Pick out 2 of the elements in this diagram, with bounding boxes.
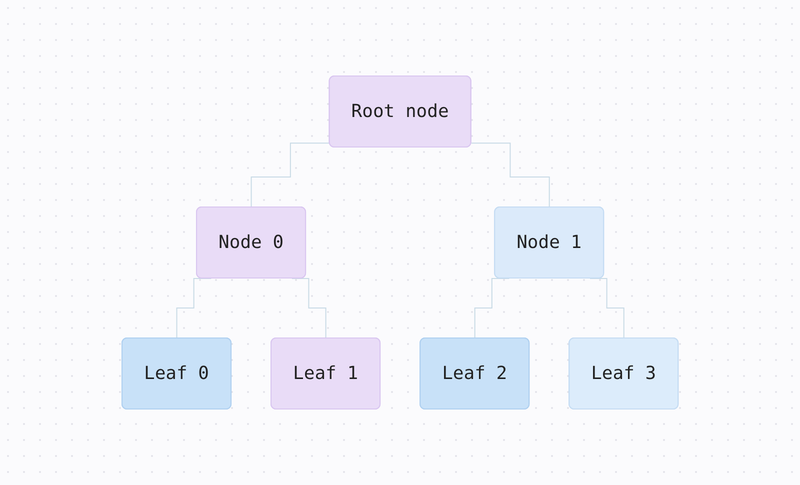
connector: [250, 142, 330, 208]
connector: [470, 142, 550, 208]
